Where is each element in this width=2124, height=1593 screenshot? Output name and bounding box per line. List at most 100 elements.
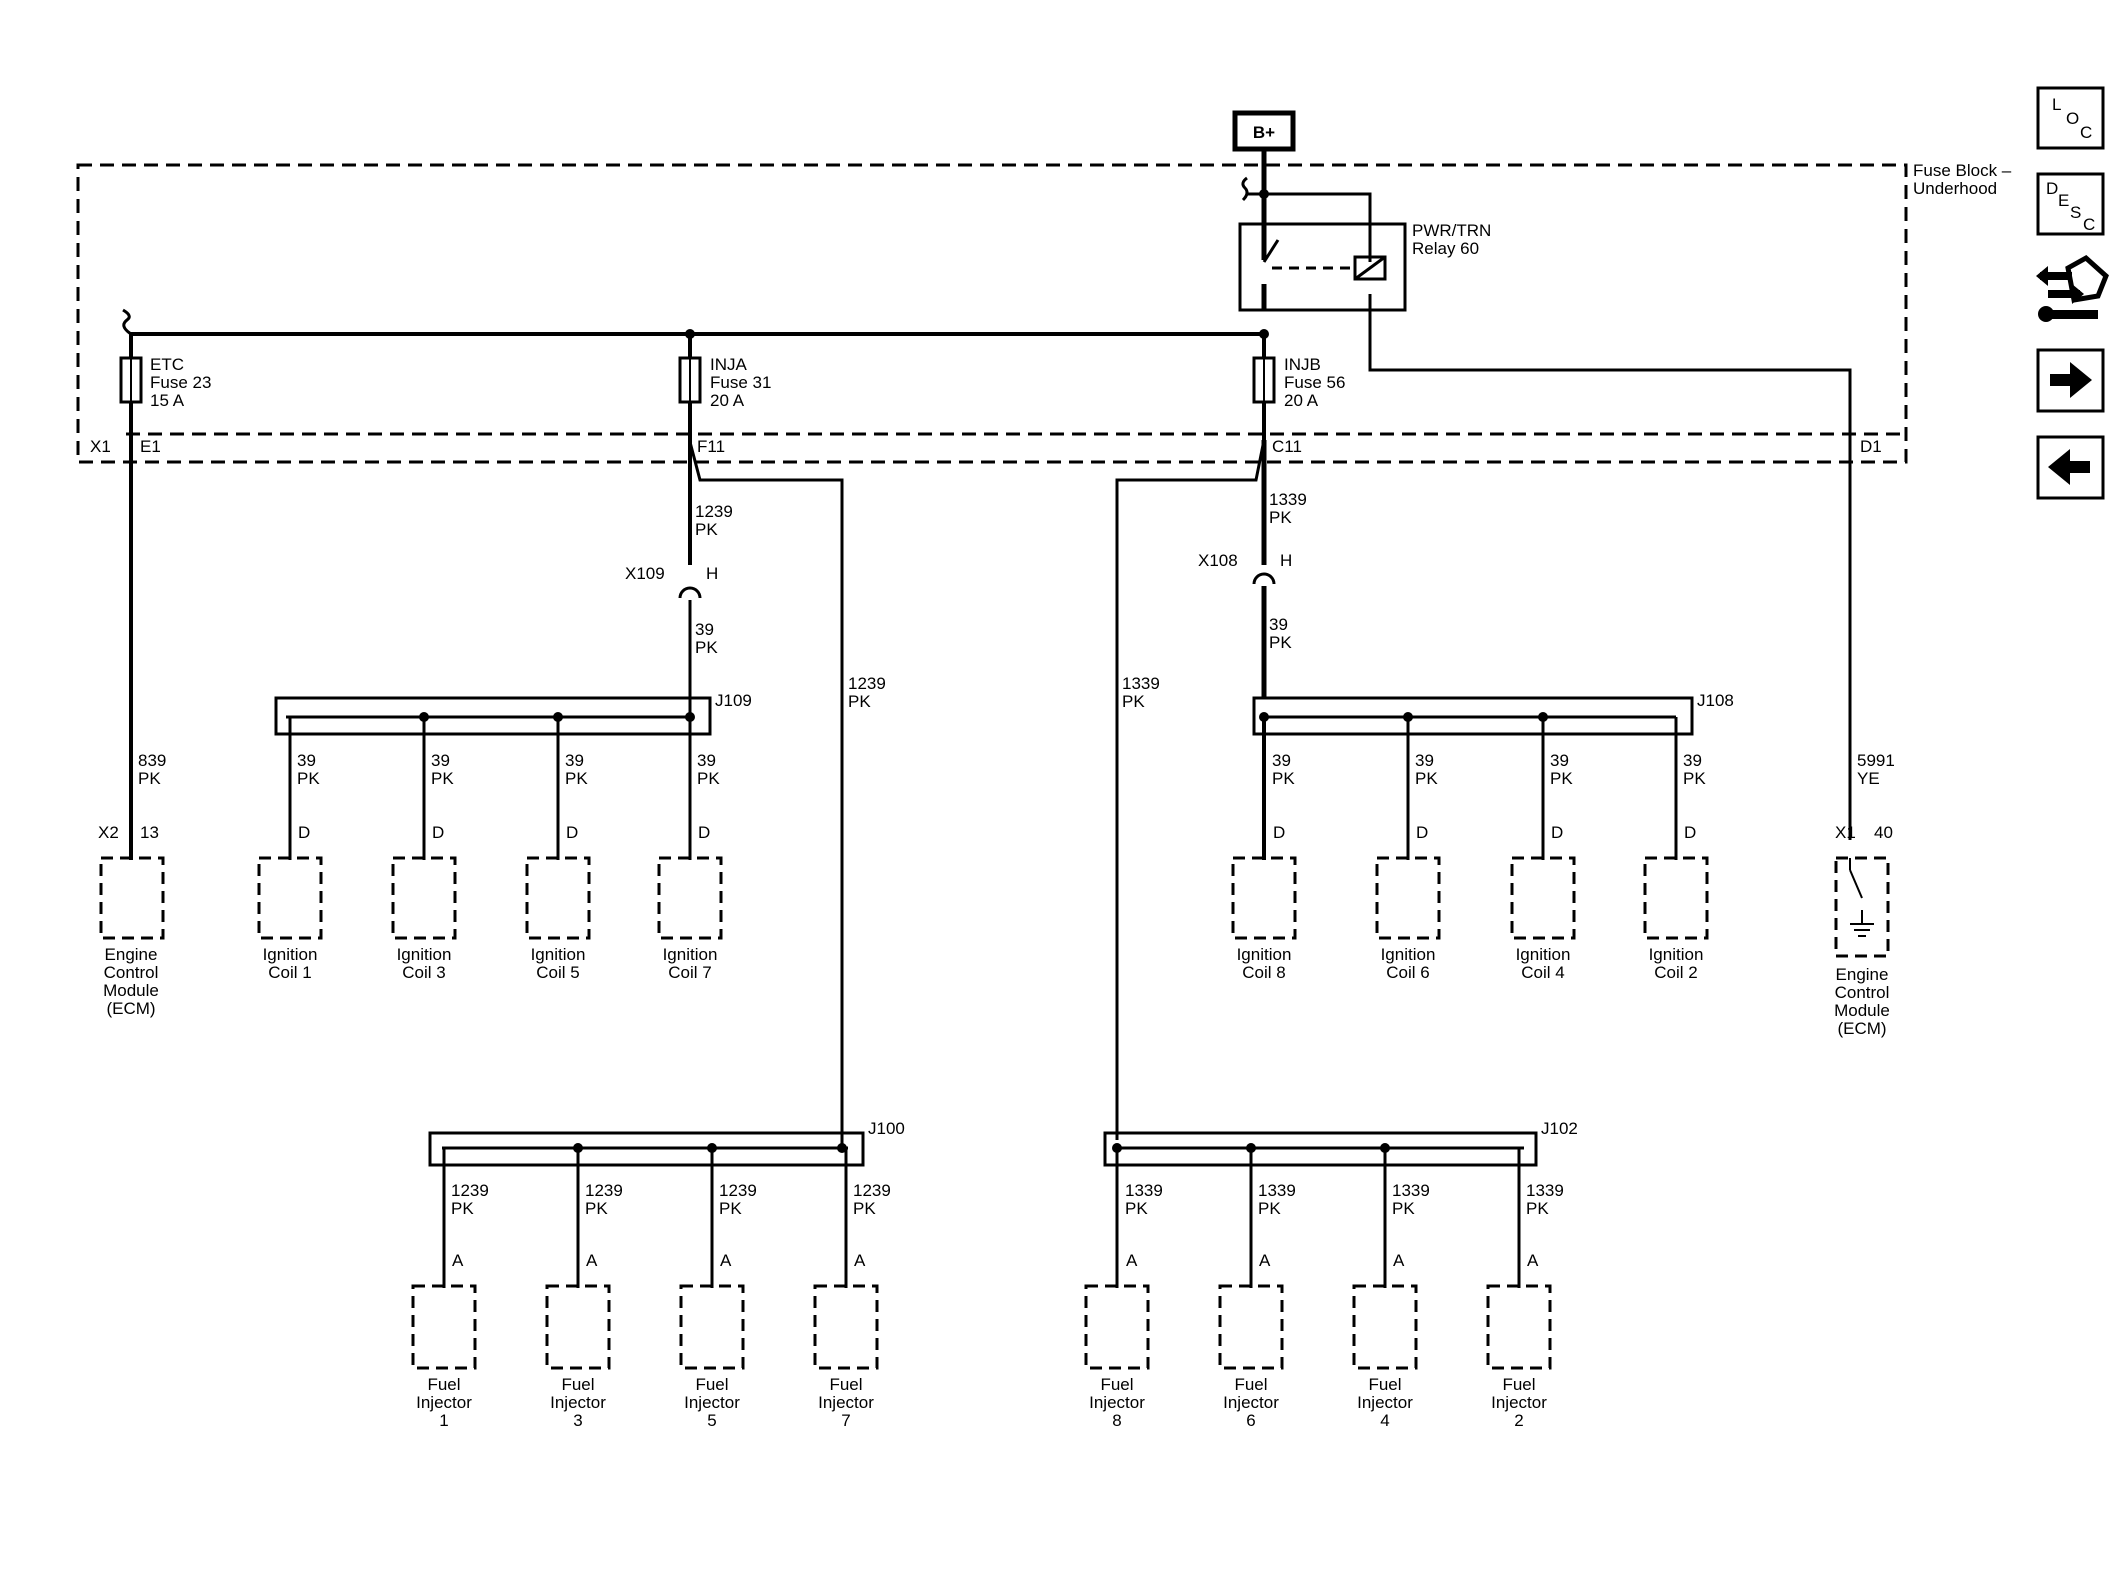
injector-label-1: Fuel (427, 1375, 460, 1394)
wire-circuit: 1239 (848, 674, 886, 693)
injector-label-3: 8 (1112, 1411, 1121, 1430)
fuse-block-label: Fuse Block – (1913, 161, 2012, 180)
wire-circuit: 39 (1550, 751, 1569, 770)
injector-label-2: Injector (1089, 1393, 1145, 1412)
wire-color: PK (1125, 1199, 1148, 1218)
coil-pin: D (1273, 823, 1285, 842)
injector-pin: A (452, 1251, 464, 1270)
coil-label-1: Ignition (1516, 945, 1571, 964)
injector-pin: A (1126, 1251, 1138, 1270)
wire-color: PK (1392, 1199, 1415, 1218)
injector-label-3: 6 (1246, 1411, 1255, 1430)
fuse-block-label-2: Underhood (1913, 179, 1997, 198)
fuel-injector: 1339 PK A Fuel Injector 6 (1218, 1181, 1296, 1430)
coil-pin: D (1684, 823, 1696, 842)
wire-circuit: 39 (431, 751, 450, 770)
injector-label-2: Injector (684, 1393, 740, 1412)
wire-circuit: 1239 (451, 1181, 489, 1200)
location-button[interactable]: L O C (2036, 86, 2105, 150)
wiring (122, 149, 1852, 1288)
wire-color: PK (297, 769, 320, 788)
fuse-injb-name: INJB (1284, 355, 1321, 374)
ignition-coil: 39 PK D Ignition Coil 5 (525, 751, 591, 982)
injector-label-3: 2 (1514, 1411, 1523, 1430)
injector-label-1: Fuel (1100, 1375, 1133, 1394)
fuel-injector: 1239 PK A Fuel Injector 5 (679, 1181, 757, 1430)
ecm-right-label-1: Engine (1836, 965, 1889, 984)
coil-label-2: Coil 7 (668, 963, 711, 982)
wire-circuit: 39 (695, 620, 714, 639)
wire-color: PK (695, 520, 718, 539)
ignition-coil: 39 PK D Ignition Coil 8 (1231, 751, 1297, 982)
ecm-right: X1 40 Engine Control Module (ECM) (1834, 823, 1893, 1038)
wire-circuit: 1239 (719, 1181, 757, 1200)
ecm-right-label-2: Control (1835, 983, 1890, 1002)
wire-color: PK (853, 1199, 876, 1218)
ecm-left: X2 13 Engine Control Module (ECM) (98, 823, 165, 1018)
connector-tool-button[interactable] (2036, 254, 2109, 322)
injector-pin: A (586, 1251, 598, 1270)
pin-f11: F11 (697, 437, 725, 456)
coil-label-2: Coil 3 (402, 963, 445, 982)
ecm-right-connector: X1 (1835, 823, 1856, 842)
injector-pin: A (1259, 1251, 1271, 1270)
wire-color: PK (585, 1199, 608, 1218)
fuel-injector: 1239 PK A Fuel Injector 1 (411, 1181, 489, 1430)
coil-pin: D (1551, 823, 1563, 842)
wire-color: YE (1857, 769, 1880, 788)
b-plus-source: B+ (1232, 110, 1296, 152)
injector-label-2: Injector (416, 1393, 472, 1412)
fuse-injb: INJB Fuse 56 20 A (1252, 355, 1345, 410)
loc-letter-l: L (2052, 95, 2061, 114)
injector-label-1: Fuel (1502, 1375, 1535, 1394)
injector-label-1: Fuel (561, 1375, 594, 1394)
wire-color: PK (138, 769, 161, 788)
splice-j108-label: J108 (1697, 691, 1734, 710)
wire-color: PK (1415, 769, 1438, 788)
fuel-injector: 1239 PK A Fuel Injector 3 (545, 1181, 623, 1430)
ecm-left-pin: 13 (140, 823, 159, 842)
ignition-coil: 39 PK D Ignition Coil 6 (1375, 751, 1441, 982)
wire-color: PK (695, 638, 718, 657)
ecm-right-label-3: Module (1834, 1001, 1890, 1020)
fuse-block-outline (76, 163, 1908, 464)
x108-pin: H (1280, 551, 1292, 570)
desc-letter-c: C (2083, 215, 2095, 234)
splice-j109-label: J109 (715, 691, 752, 710)
injector-label-3: 5 (707, 1411, 716, 1430)
wire-circuit: 39 (297, 751, 316, 770)
next-page-button[interactable] (2036, 348, 2105, 413)
coil-label-1: Ignition (1237, 945, 1292, 964)
fuse-injb-rating: 20 A (1284, 391, 1319, 410)
pin-e1: E1 (140, 437, 161, 456)
wire-color: PK (451, 1199, 474, 1218)
b-plus-label: B+ (1253, 123, 1275, 142)
desc-letter-s: S (2070, 203, 2081, 222)
coil-label-1: Ignition (1649, 945, 1704, 964)
pin-c11: C11 (1272, 437, 1302, 456)
ecm-left-label-1: Engine (105, 945, 158, 964)
desc-letter-d: D (2046, 179, 2058, 198)
fuse-etc-number: Fuse 23 (150, 373, 211, 392)
coil-label-2: Coil 1 (268, 963, 311, 982)
fuel-injector: 1339 PK A Fuel Injector 2 (1486, 1181, 1564, 1430)
wire-color: PK (1683, 769, 1706, 788)
previous-page-button[interactable] (2036, 435, 2105, 500)
wire-color: PK (697, 769, 720, 788)
injector-label-3: 7 (841, 1411, 850, 1430)
ignition-coil: 39 PK D Ignition Coil 1 (257, 751, 323, 982)
wire-circuit: 39 (565, 751, 584, 770)
connector-x1-label: X1 (90, 437, 111, 456)
coil-label-1: Ignition (263, 945, 318, 964)
ignition-coil: 39 PK D Ignition Coil 4 (1510, 751, 1576, 982)
splice-j102-label: J102 (1541, 1119, 1578, 1138)
wire-circuit: 1339 (1258, 1181, 1296, 1200)
fuse-etc-name: ETC (150, 355, 184, 374)
fuel-injector: 1239 PK A Fuel Injector 7 (813, 1181, 891, 1430)
injector-label-2: Injector (1223, 1393, 1279, 1412)
wire-circuit: 1339 (1392, 1181, 1430, 1200)
description-button[interactable]: D E S C (2036, 172, 2105, 236)
coil-label-1: Ignition (531, 945, 586, 964)
injector-pin: A (1527, 1251, 1539, 1270)
arrow-right-icon (2050, 362, 2092, 398)
